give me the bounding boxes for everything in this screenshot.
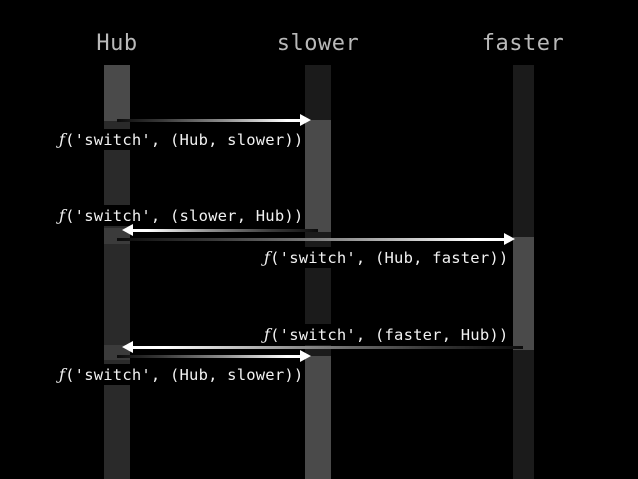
- activation-slower-second: [305, 356, 331, 479]
- message-call-3: ('switch', (Hub, faster)): [270, 249, 509, 267]
- message-arrow-2: [133, 229, 318, 232]
- fn-glyph-4: ƒ: [264, 325, 271, 344]
- message-arrow-5: [117, 355, 302, 358]
- fn-glyph-2: ƒ: [59, 206, 66, 225]
- message-arrowhead-4: [122, 341, 133, 353]
- message-label-3: ƒ('switch', (Hub, faster)): [262, 247, 511, 268]
- message-label-4: ƒ('switch', (faster, Hub)): [262, 324, 511, 345]
- activation-faster: [513, 237, 534, 350]
- participant-label-slower: slower: [276, 31, 360, 56]
- activation-slower-first: [305, 120, 331, 232]
- message-label-5: ƒ('switch', (Hub, slower)): [57, 364, 306, 385]
- message-call-1: ('switch', (Hub, slower)): [65, 131, 304, 149]
- message-arrowhead-2: [122, 224, 133, 236]
- participant-label-hub: Hub: [96, 31, 138, 56]
- fn-glyph-3: ƒ: [264, 248, 271, 267]
- message-call-5: ('switch', (Hub, slower)): [65, 366, 304, 384]
- participant-label-faster: faster: [481, 31, 565, 56]
- message-arrowhead-5: [300, 350, 311, 362]
- fn-glyph-5: ƒ: [59, 365, 66, 384]
- message-label-2: ƒ('switch', (slower, Hub)): [57, 205, 306, 226]
- message-call-4: ('switch', (faster, Hub)): [270, 326, 509, 344]
- message-arrowhead-1: [300, 114, 311, 126]
- message-arrowhead-3: [504, 233, 515, 245]
- message-label-1: ƒ('switch', (Hub, slower)): [57, 129, 306, 150]
- fn-glyph-1: ƒ: [59, 130, 66, 149]
- message-call-2: ('switch', (slower, Hub)): [65, 207, 304, 225]
- activation-hub-top: [104, 65, 130, 121]
- message-arrow-1: [117, 119, 302, 122]
- message-arrow-4: [133, 346, 523, 349]
- lifeline-hub: [104, 65, 130, 479]
- message-arrow-3: [117, 238, 506, 241]
